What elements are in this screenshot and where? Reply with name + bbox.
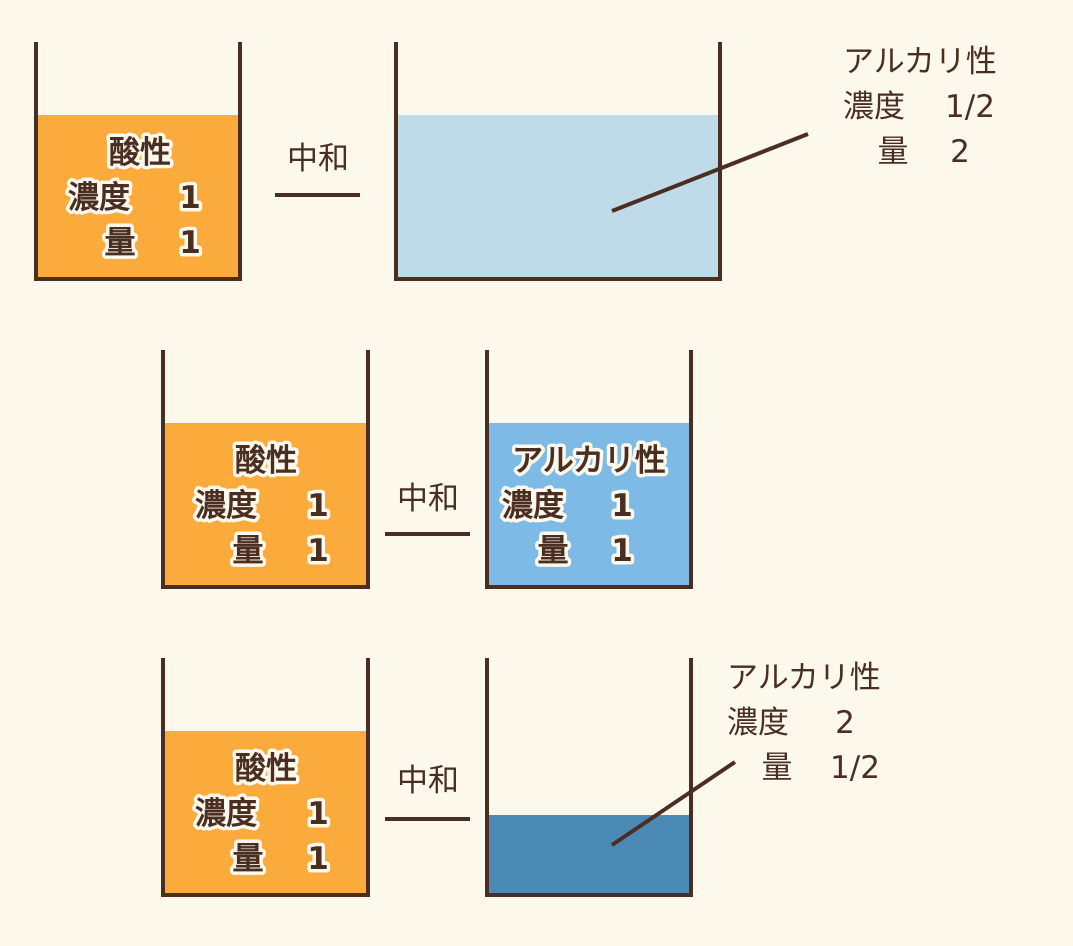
reaction-label: 中和 xyxy=(397,763,459,799)
acid-amount-label: 量 xyxy=(233,841,264,877)
acid-beaker xyxy=(161,658,370,897)
acid-liquid xyxy=(36,115,240,279)
alkali-title: アルカリ性 xyxy=(727,660,881,696)
acid-conc-label: 濃度 xyxy=(68,180,130,216)
acid-amount-label: 量 xyxy=(233,533,264,569)
alkali-amount-value: 2 xyxy=(950,134,970,170)
alkali-liquid xyxy=(396,115,720,279)
acid-amount-value: 1 xyxy=(179,225,201,261)
alkali-conc-value: 1/2 xyxy=(945,89,995,125)
alkali-amount-value: 1 xyxy=(611,533,633,569)
alkali-conc-value: 1 xyxy=(611,488,633,524)
acid-beaker xyxy=(161,350,370,589)
row-3: 酸性 濃度 1 量 1 中和 アルカリ性 濃度 2 量 1/2 xyxy=(161,658,881,897)
alkali-title: アルカリ性 xyxy=(512,443,666,479)
row-2: 酸性 濃度 1 量 1 中和 アルカリ性 濃度 1 量 1 xyxy=(161,350,693,589)
acid-beaker xyxy=(34,42,242,281)
pointer-line xyxy=(611,132,809,213)
reaction-label: 中和 xyxy=(397,481,459,517)
acid-title: 酸性 xyxy=(109,135,171,171)
alkali-amount-label: 量 xyxy=(762,750,793,786)
alkali-liquid xyxy=(487,423,691,587)
acid-title: 酸性 xyxy=(235,443,297,479)
acid-conc-label: 濃度 xyxy=(195,488,257,524)
acid-conc-value: 1 xyxy=(307,796,329,832)
alkali-beaker xyxy=(485,658,693,897)
alkali-beaker xyxy=(485,350,693,589)
acid-amount-value: 1 xyxy=(307,533,329,569)
acid-liquid xyxy=(163,731,368,895)
acid-title: 酸性 xyxy=(235,751,297,787)
alkali-beaker xyxy=(394,42,722,281)
acid-conc-label: 濃度 xyxy=(195,796,257,832)
acid-conc-value: 1 xyxy=(179,180,201,216)
acid-conc-value: 1 xyxy=(307,488,329,524)
row-1: 酸性 濃度 1 量 1 中和 アルカリ性 濃度 1/2 量 2 xyxy=(34,42,997,281)
alkali-conc-label: 濃度 xyxy=(502,488,564,524)
alkali-title: アルカリ性 xyxy=(843,44,997,80)
alkali-liquid xyxy=(487,815,691,895)
alkali-amount-value: 1/2 xyxy=(830,750,880,786)
acid-liquid xyxy=(163,423,368,587)
alkali-amount-label: 量 xyxy=(878,134,909,170)
alkali-amount-label: 量 xyxy=(538,533,569,569)
acid-amount-value: 1 xyxy=(307,841,329,877)
alkali-conc-label: 濃度 xyxy=(727,705,789,741)
reaction-label: 中和 xyxy=(287,141,349,177)
alkali-conc-label: 濃度 xyxy=(843,89,905,125)
pointer-line xyxy=(610,760,737,847)
alkali-conc-value: 2 xyxy=(835,705,855,741)
acid-amount-label: 量 xyxy=(105,225,136,261)
